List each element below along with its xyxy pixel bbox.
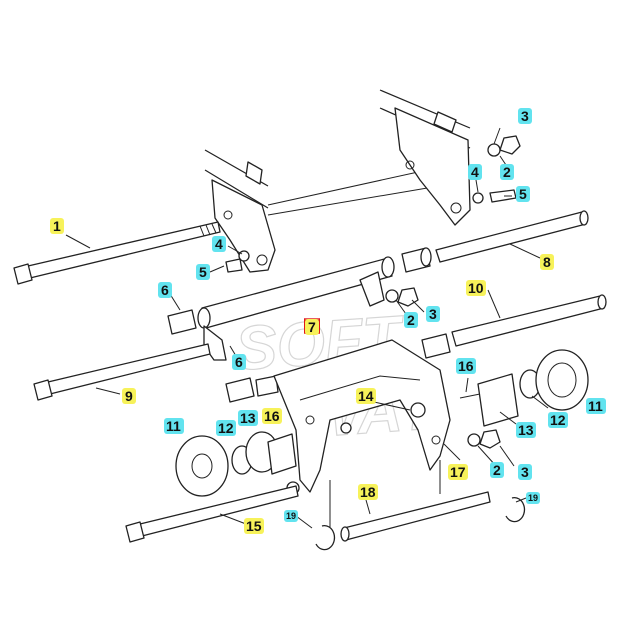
- callout-5: 5: [516, 186, 530, 202]
- callout-19b: 19: [526, 492, 540, 504]
- callout-label: 9: [125, 388, 133, 404]
- bolt-part-15: [125, 485, 299, 543]
- callout-label: 19: [286, 511, 296, 521]
- left-mount-assembly: [175, 431, 297, 497]
- callout-label: 19: [528, 493, 538, 503]
- callout-label: 16: [264, 408, 280, 424]
- callout-label: 3: [521, 108, 529, 124]
- callout-label: 11: [588, 398, 603, 414]
- callout-18: 18: [358, 484, 378, 500]
- callout-11b: 11: [586, 398, 606, 414]
- callout-7: 7: [305, 319, 319, 335]
- callout-4: 4: [468, 164, 482, 180]
- callout-label: 11: [166, 418, 181, 434]
- bolt-part-1: [13, 221, 221, 285]
- callout-3c: 3: [518, 464, 532, 480]
- callout-5b: 5: [196, 264, 210, 280]
- bushing-upper-right: [401, 247, 432, 273]
- callout-11: 11: [164, 418, 184, 434]
- callout-label: 6: [161, 282, 169, 298]
- callout-6b: 6: [232, 354, 246, 370]
- circlips: [315, 496, 526, 551]
- callout-2: 2: [500, 164, 514, 180]
- callout-13: 13: [238, 410, 258, 426]
- bushings: [167, 309, 451, 403]
- callout-label: 10: [468, 280, 484, 296]
- callout-label: 14: [358, 388, 374, 404]
- callout-label: 13: [240, 410, 256, 426]
- callout-13b: 13: [516, 422, 536, 438]
- rod-part-10: [451, 294, 607, 347]
- callout-label: 2: [503, 164, 511, 180]
- callout-label: 5: [199, 264, 207, 280]
- callout-17: 17: [448, 464, 468, 480]
- callout-label: 5: [519, 186, 527, 202]
- callout-10: 10: [466, 280, 486, 296]
- callout-label: 8: [543, 254, 551, 270]
- callout-16b: 16: [456, 358, 476, 374]
- callout-16: 16: [262, 408, 282, 424]
- callout-label: 12: [218, 420, 234, 436]
- callout-19: 19: [284, 510, 298, 522]
- callout-label: 12: [550, 412, 566, 428]
- callout-2c: 2: [490, 462, 504, 478]
- callout-3: 3: [518, 108, 532, 124]
- callout-label: 13: [518, 422, 534, 438]
- callout-9: 9: [122, 388, 136, 404]
- callout-label: 6: [235, 354, 243, 370]
- callout-label: 4: [471, 164, 479, 180]
- callout-label: 17: [450, 464, 466, 480]
- callout-label: 16: [458, 358, 474, 374]
- callout-labels: 1 2 3 4 5 4 5 6 2 3 7 8 9 10 6 11 12 13 …: [50, 108, 606, 534]
- callout-6: 6: [158, 282, 172, 298]
- callout-label: 2: [407, 312, 415, 328]
- callout-14: 14: [356, 388, 376, 404]
- callout-12b: 12: [548, 412, 568, 428]
- callout-15: 15: [244, 518, 264, 534]
- callout-label: 18: [360, 484, 376, 500]
- rod-part-8: [435, 210, 589, 263]
- pin-part-18: [329, 460, 491, 542]
- callout-label: 4: [215, 236, 223, 252]
- callout-8: 8: [540, 254, 554, 270]
- bolt-part-9: [33, 343, 211, 401]
- callout-2b: 2: [404, 312, 418, 328]
- callout-label: 2: [493, 462, 501, 478]
- callout-label: 3: [429, 306, 437, 322]
- leader-lines: [65, 127, 549, 529]
- tube-part-7: [197, 256, 395, 361]
- right-mount-assembly: [459, 349, 589, 427]
- callout-label: 1: [53, 218, 61, 234]
- callout-label: 15: [246, 518, 262, 534]
- right-upper-bracket: [394, 107, 471, 226]
- callout-3b: 3: [426, 306, 440, 322]
- callout-12: 12: [216, 420, 236, 436]
- lower-frame: [273, 339, 451, 493]
- callout-label: 7: [308, 319, 316, 335]
- callout-label: 3: [521, 464, 529, 480]
- callout-1: 1: [50, 218, 64, 234]
- callout-4b: 4: [212, 236, 226, 252]
